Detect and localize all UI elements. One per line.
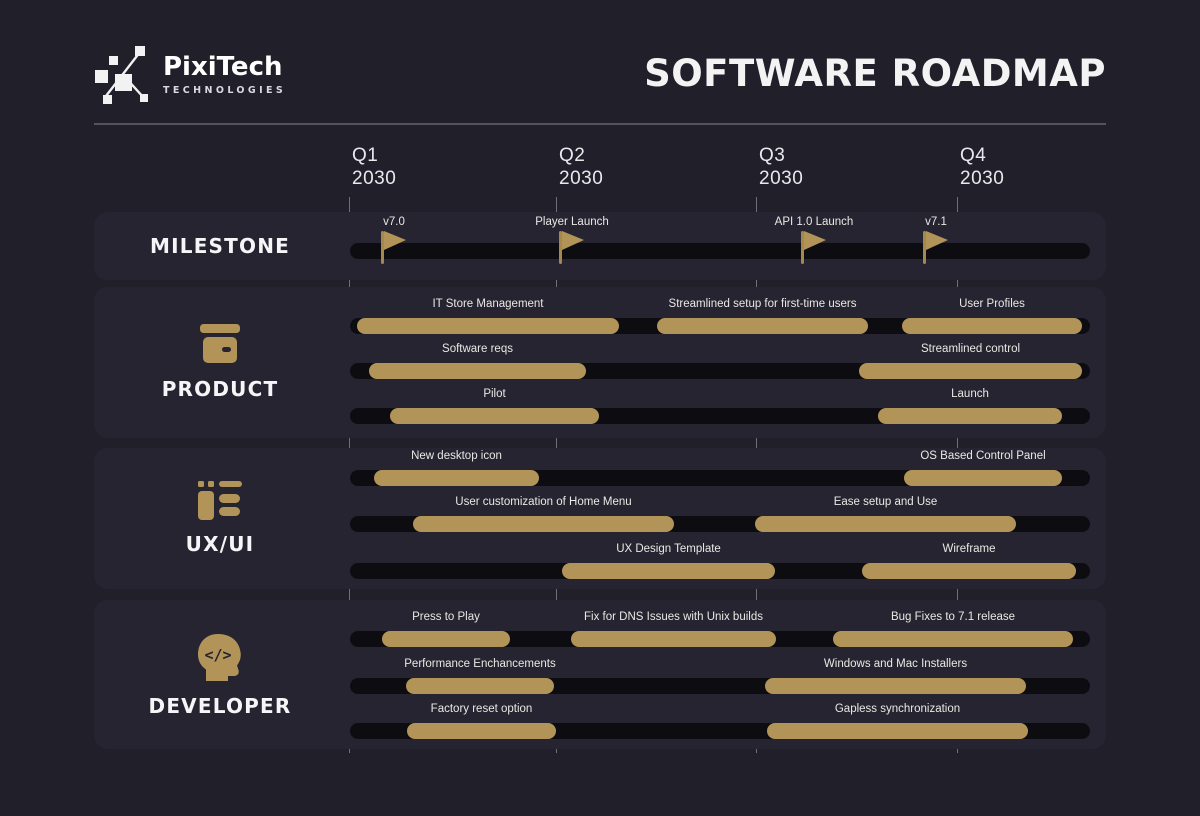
- gantt-bar: [357, 318, 619, 334]
- gantt-bar: [859, 363, 1082, 379]
- logo-brand: PixiTech: [163, 51, 283, 82]
- quarter-year: 2030: [960, 168, 1005, 189]
- milestone-timeline-track: [350, 243, 1090, 259]
- row-label-product: PRODUCT: [161, 377, 279, 401]
- box-icon: [197, 324, 243, 365]
- browser-icon: [198, 481, 242, 520]
- quarter-label: Q2: [559, 145, 586, 166]
- gantt-bar: [571, 631, 776, 647]
- milestone-label: API 1.0 Launch: [774, 216, 854, 228]
- page-title: SOFTWARE ROADMAP: [644, 52, 1106, 95]
- row-header-milestone: MILESTONE: [94, 212, 346, 280]
- quarter-year: 2030: [352, 168, 397, 189]
- pixitech-logo-icon: [94, 44, 150, 104]
- gantt-bar-label: User Profiles: [959, 298, 1025, 310]
- milestone-label: v7.0: [383, 216, 405, 228]
- gantt-bar-label: New desktop icon: [411, 450, 502, 462]
- gantt-bar-label: Press to Play: [412, 611, 480, 623]
- gantt-bar-label: IT Store Management: [432, 298, 544, 310]
- logo-subtitle: TECHNOLOGIES: [163, 84, 287, 96]
- logo-text: PixiTech TECHNOLOGIES: [163, 53, 286, 96]
- gantt-bar-label: Launch: [951, 388, 989, 400]
- row-label-uxui: UX/UI: [185, 532, 255, 556]
- gantt-bar: [904, 470, 1062, 486]
- gantt-bar: [902, 318, 1082, 334]
- gantt-bar: [767, 723, 1028, 739]
- gantt-bar-label: Performance Enchancements: [404, 658, 556, 670]
- gantt-bar: [390, 408, 599, 424]
- header-divider: [94, 123, 1106, 125]
- gantt-bar: [833, 631, 1073, 647]
- logo: PixiTech TECHNOLOGIES: [94, 44, 286, 104]
- gantt-bar-label: Streamlined setup for first-time users: [668, 298, 857, 310]
- quarter-label: Q3: [759, 145, 786, 166]
- gantt-bar-label: Software reqs: [442, 343, 513, 355]
- gantt-bar: [755, 516, 1016, 532]
- quarter-year: 2030: [559, 168, 604, 189]
- gantt-bar-label: Pilot: [483, 388, 506, 400]
- gantt-bar: [406, 678, 554, 694]
- gantt-bar-label: Wireframe: [942, 543, 996, 555]
- gantt-bar-label: User customization of Home Menu: [455, 496, 632, 508]
- gantt-bar: [382, 631, 510, 647]
- gantt-bar: [407, 723, 556, 739]
- milestone-label: v7.1: [925, 216, 947, 228]
- gantt-bar: [878, 408, 1062, 424]
- quarter-label: Q4: [960, 145, 987, 166]
- row-header-product: PRODUCT: [94, 287, 346, 438]
- row-label-developer: DEVELOPER: [148, 693, 292, 718]
- svg-text:</>: </>: [204, 646, 231, 664]
- gantt-bar-label: Bug Fixes to 7.1 release: [890, 611, 1016, 623]
- milestone-label: Player Launch: [535, 216, 609, 228]
- row-label-milestone: MILESTONE: [150, 234, 290, 258]
- quarter-label: Q1: [352, 145, 379, 166]
- gantt-bar-label: Gapless synchronization: [834, 703, 961, 715]
- row-header-uxui: UX/UI: [94, 448, 346, 589]
- dev-head-icon: </>: [195, 632, 245, 682]
- quarter-year: 2030: [759, 168, 804, 189]
- gantt-bar: [413, 516, 674, 532]
- gantt-bar: [369, 363, 586, 379]
- gantt-bar: [562, 563, 775, 579]
- gantt-bar-label: Streamlined control: [920, 343, 1021, 355]
- gantt-bar-label: Factory reset option: [430, 703, 533, 715]
- row-header-developer: </> DEVELOPER: [94, 600, 346, 749]
- gantt-bar-label: Windows and Mac Installers: [823, 658, 968, 670]
- gantt-bar-label: Fix for DNS Issues with Unix builds: [584, 611, 763, 623]
- gantt-bar-label: OS Based Control Panel: [920, 450, 1046, 462]
- milestone-flag-icon: [801, 231, 827, 265]
- gantt-bar: [765, 678, 1026, 694]
- gantt-bar-label: Ease setup and Use: [833, 496, 938, 508]
- gantt-bar-label: UX Design Template: [616, 543, 721, 555]
- gantt-bar: [862, 563, 1076, 579]
- milestone-flag-icon: [559, 231, 585, 265]
- milestone-flag-icon: [923, 231, 949, 265]
- gantt-bar: [657, 318, 868, 334]
- milestone-flag-icon: [381, 231, 407, 265]
- gantt-bar: [374, 470, 539, 486]
